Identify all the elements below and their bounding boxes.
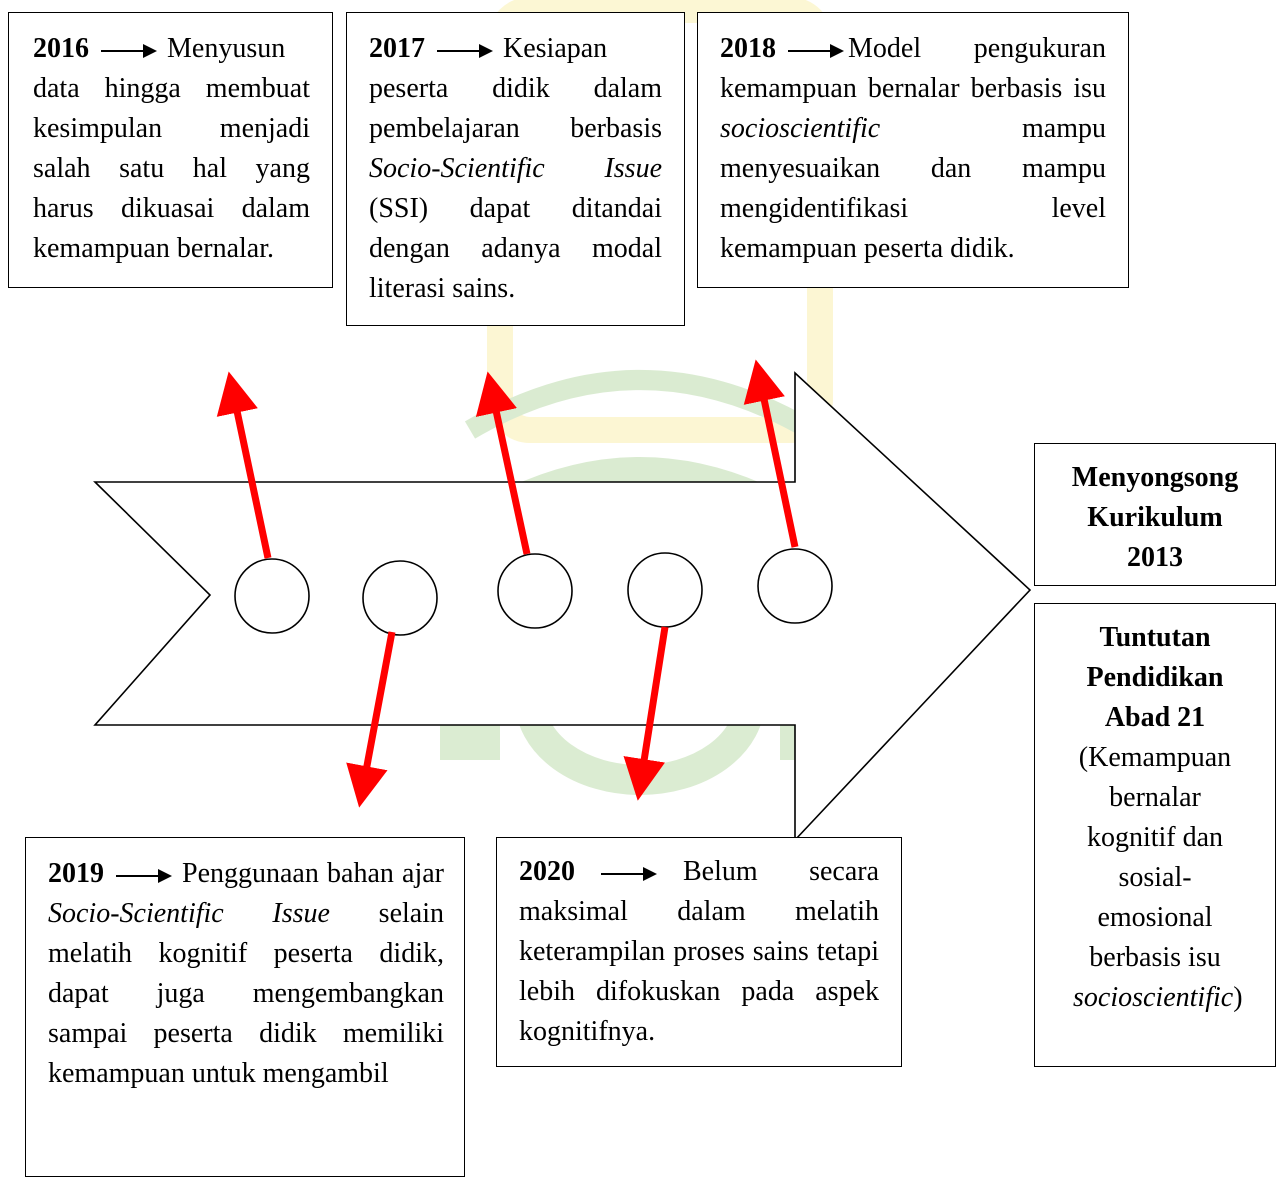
milestone-text-2017a: Kesiapan peserta didik dalam pembelajara… <box>369 33 662 144</box>
connector-arrow-2017 <box>475 371 531 555</box>
milestone-circle-2020 <box>627 552 703 628</box>
side-top-line3: 2013 <box>1127 542 1183 573</box>
right-arrow-icon <box>437 43 493 58</box>
side-bottom-line2: Pendidikan <box>1086 662 1224 693</box>
milestone-circle-2019 <box>362 560 438 636</box>
connector-arrow-2020 <box>623 626 669 801</box>
connector-arrow-2016 <box>216 371 272 559</box>
right-arrow-icon <box>101 43 157 58</box>
side-top-line2: Kurikulum <box>1087 502 1223 533</box>
milestone-text-2018b: mampu menyesuaikan dan mampu mengidentif… <box>720 113 1106 264</box>
year-label-2017: 2017 <box>369 33 425 64</box>
right-arrow-icon <box>116 868 172 883</box>
year-label-2018: 2018 <box>720 33 776 64</box>
side-bottom-text-b: ) <box>1233 982 1243 1013</box>
connector-arrow-2018 <box>743 359 799 548</box>
connector-arrow-2019 <box>346 631 396 808</box>
side-box-tuntutan: Tuntutan Pendidikan Abad 21 (Kemampuan b… <box>1034 603 1276 1067</box>
milestone-text-2017b: (SSI) dapat ditandai dengan adanya modal… <box>369 193 662 304</box>
milestone-text-2016: Menyusun data hingga membuat kesimpulan … <box>33 33 310 264</box>
right-arrow-icon <box>788 43 844 58</box>
year-label-2020: 2020 <box>519 856 575 887</box>
side-box-kurikulum: Menyongsong Kurikulum 2013 <box>1034 443 1276 586</box>
milestone-text-2019-italic: Socio-Scientific Issue <box>48 898 330 929</box>
milestone-text-2020: Belum secara maksimal dalam melatih kete… <box>519 856 879 1047</box>
side-bottom-description: (Kemampuan bernalar kognitif dan sosial-… <box>1043 738 1267 1018</box>
milestone-circle-2017 <box>497 553 573 629</box>
milestone-text-2019a: Penggunaan bahan ajar <box>182 858 444 889</box>
side-bottom-text-italic: socioscientific <box>1073 982 1234 1013</box>
year-label-2019: 2019 <box>48 858 104 889</box>
side-bottom-line1: Tuntutan <box>1099 622 1211 653</box>
milestone-circle-2016 <box>234 558 310 634</box>
milestone-text-2017-italic: Socio-Scientific Issue <box>369 153 662 184</box>
milestone-circle-2018 <box>757 548 833 624</box>
milestone-text-2019b: selain melatih kognitif peserta didik, d… <box>48 898 444 1089</box>
year-label-2016: 2016 <box>33 33 89 64</box>
milestone-box-2019: 2019 Penggunaan bahan ajar Socio-Scientif… <box>25 837 465 1177</box>
milestone-text-2018-italic: socioscientific <box>720 113 881 144</box>
side-bottom-text-a: (Kemampuan bernalar kognitif dan sosial-… <box>1078 742 1232 973</box>
right-arrow-icon <box>601 866 657 881</box>
milestone-text-2018a: Model pengukuran kemampuan bernalar berb… <box>720 33 1106 104</box>
side-bottom-line3: Abad 21 <box>1104 702 1206 733</box>
side-top-line1: Menyongsong <box>1071 462 1239 493</box>
